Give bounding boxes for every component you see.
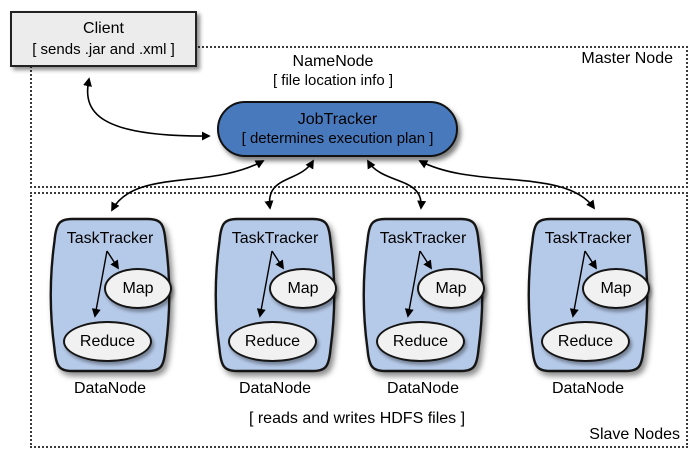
datanode-label: DataNode — [551, 380, 625, 397]
tasktracker-title: TaskTracker — [544, 230, 632, 247]
jobtracker-node: JobTracker [ determines execution plan ] — [217, 101, 458, 157]
arrow-tasktracker-map — [106, 250, 119, 270]
hdfs-caption: [ reads and writes HDFS files ] — [248, 410, 466, 427]
slave-nodes-region — [30, 192, 688, 448]
datanode-label: DataNode — [238, 380, 312, 397]
tasktracker-internal-arrows — [569, 250, 597, 318]
datanode-label: DataNode — [386, 380, 460, 397]
map-node: Map — [582, 268, 650, 309]
tasktracker-unit-2: TaskTracker Map Reduce DataNode — [213, 217, 337, 407]
tasktracker-title: TaskTracker — [379, 230, 467, 247]
jobtracker-subtitle: [ determines execution plan ] — [241, 129, 434, 147]
tasktracker-unit-4: TaskTracker Map Reduce DataNode — [526, 217, 650, 407]
master-node-label: Master Node — [581, 50, 673, 67]
map-node: Map — [104, 268, 172, 309]
tasktracker-title: TaskTracker — [231, 230, 319, 247]
arrow-tasktracker-reduce — [91, 250, 108, 318]
jobtracker-title: JobTracker — [297, 110, 378, 128]
tasktracker-internal-arrows — [256, 250, 284, 318]
arrow-tasktracker-map — [419, 250, 432, 270]
arrow-tasktracker-reduce — [569, 250, 586, 318]
reduce-node: Reduce — [541, 321, 630, 362]
master-node-region — [30, 46, 688, 188]
datanode-label: DataNode — [73, 380, 147, 397]
tasktracker-internal-arrows — [91, 250, 119, 318]
slave-nodes-label: Slave Nodes — [589, 426, 680, 443]
map-node: Map — [417, 268, 485, 309]
client-title: Client — [83, 19, 124, 37]
namenode-block: NameNode [ file location info ] — [273, 52, 393, 91]
map-node: Map — [269, 268, 337, 309]
client-node: Client [ sends .jar and .xml ] — [10, 11, 197, 67]
arrow-tasktracker-reduce — [404, 250, 421, 318]
tasktracker-unit-1: TaskTracker Map Reduce DataNode — [48, 217, 172, 407]
namenode-title: NameNode — [292, 53, 374, 70]
tasktracker-title: TaskTracker — [66, 230, 154, 247]
tasktracker-internal-arrows — [404, 250, 432, 318]
namenode-subtitle: [ file location info ] — [272, 72, 394, 89]
reduce-node: Reduce — [63, 321, 152, 362]
arrow-tasktracker-map — [584, 250, 597, 270]
client-subtitle: [ sends .jar and .xml ] — [32, 40, 175, 58]
arrow-tasktracker-reduce — [256, 250, 273, 318]
reduce-node: Reduce — [228, 321, 317, 362]
arrow-tasktracker-map — [271, 250, 284, 270]
reduce-node: Reduce — [376, 321, 465, 362]
tasktracker-unit-3: TaskTracker Map Reduce DataNode — [361, 217, 485, 407]
